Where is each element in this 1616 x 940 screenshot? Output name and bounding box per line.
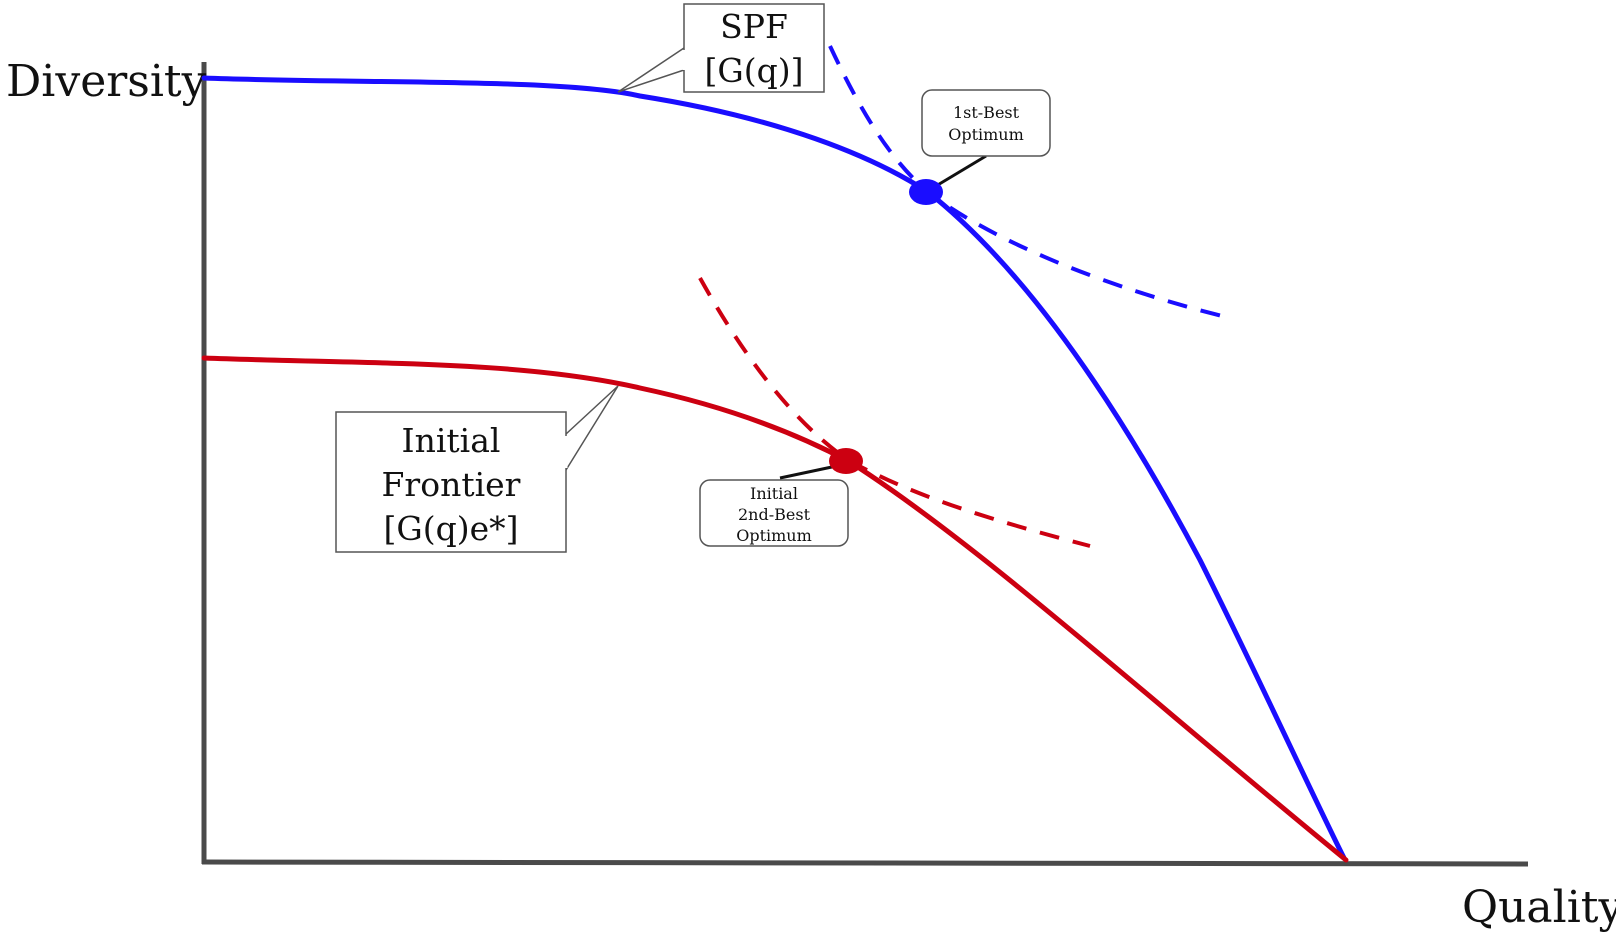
initial-frontier-callout-box [335, 411, 567, 553]
first-best-callout-box [921, 89, 1051, 157]
second-best-label-line3: Optimum [736, 526, 812, 545]
spf-label-line2: [G(q)] [705, 51, 804, 90]
initial-frontier-callout-pointer [565, 385, 619, 471]
second-best-optimum-point [829, 448, 863, 474]
first-best-optimum-point [909, 179, 943, 205]
initial-frontier-curve [201, 355, 1349, 863]
spf-callout: SPF [G(q)] [617, 3, 825, 93]
initial-tangent-dashed-curve [698, 277, 1091, 548]
initial-frontier-label-line2: Frontier [382, 465, 521, 504]
initial-frontier-callout: Initial Frontier [G(q)e*] [335, 385, 619, 553]
spf-label-line1: SPF [720, 7, 788, 46]
spf-callout-box [683, 3, 825, 93]
x-axis [201, 859, 1529, 867]
first-best-label-line2: Optimum [948, 125, 1024, 144]
initial-frontier-label-line3: [G(q)e*] [383, 509, 518, 548]
first-best-label-line1: 1st-Best [953, 103, 1020, 122]
second-best-label-line2: 2nd-Best [738, 505, 811, 524]
second-best-label-line1: Initial [750, 484, 798, 503]
second-best-callout-box [699, 479, 849, 547]
spf-tangent-dashed-curve [828, 45, 1223, 318]
x-axis-title: Quality [1462, 882, 1616, 933]
initial-frontier-label-line1: Initial [402, 421, 501, 460]
spf-callout-pointer [617, 47, 685, 93]
y-axis-title: Diversity [6, 56, 207, 107]
